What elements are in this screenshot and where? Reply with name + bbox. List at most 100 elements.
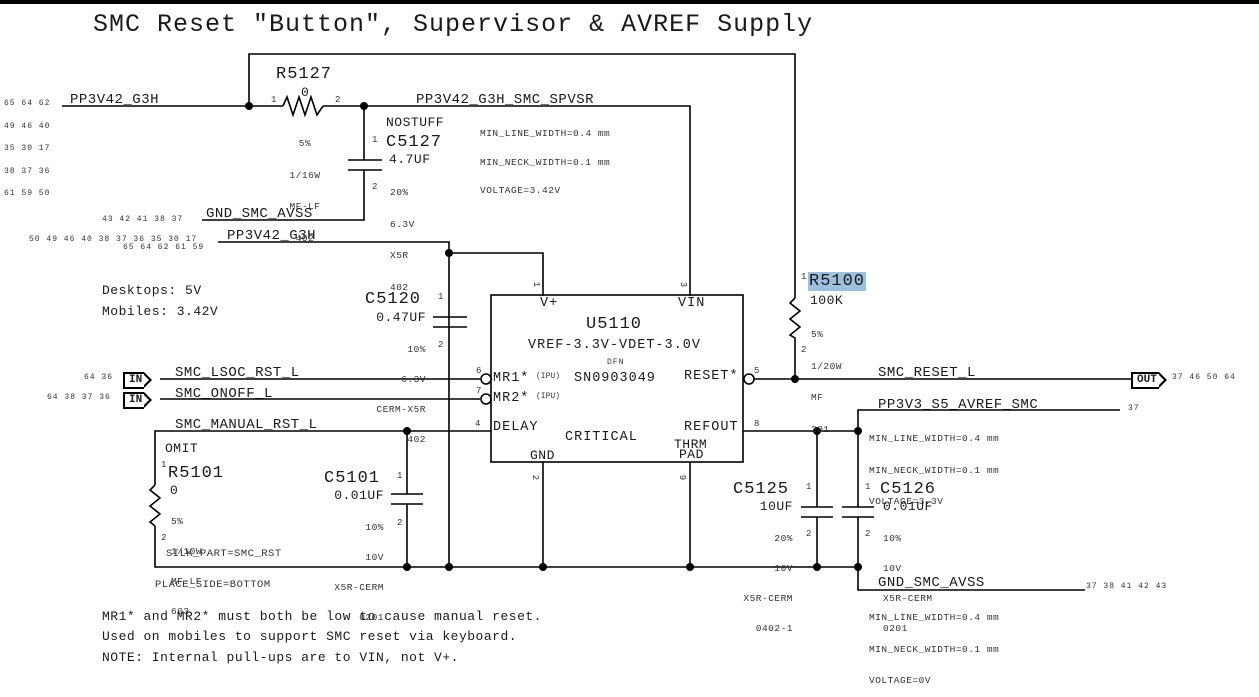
net-label-gnd-smc-avss-top[interactable]: GND_SMC_AVSS bbox=[206, 206, 313, 222]
u5110-pin-num-gnd: 2 bbox=[530, 474, 541, 481]
r5100-refdes[interactable]: R5100 bbox=[808, 272, 867, 291]
u5110-pin-num-mr2: 7 bbox=[476, 386, 482, 396]
net-label-smc-lsoc-rst-l[interactable]: SMC_LSOC_RST_L bbox=[175, 365, 300, 381]
u5110-pin-pad: PAD bbox=[679, 447, 704, 462]
c5127-specs: 20% 6.3V X5R 402 bbox=[390, 167, 415, 304]
r5101-refdes[interactable]: R5101 bbox=[168, 464, 225, 483]
r5101-symbol bbox=[148, 484, 162, 527]
net-prop: MIN_NECK_WIDTH=0.1 mm bbox=[869, 643, 1000, 655]
net-prop: MIN_NECK_WIDTH=0.1 mm bbox=[480, 156, 611, 168]
u5110-pin-num-refout: 8 bbox=[754, 419, 760, 429]
net-refs-gnd-smc-avss-bottom: 37 38 41 42 43 bbox=[1086, 582, 1168, 591]
spec: X5R-CERM bbox=[334, 582, 384, 593]
spec: 10% bbox=[407, 344, 426, 355]
u5110-package: DFN bbox=[607, 358, 625, 367]
spec: 10% bbox=[365, 522, 384, 533]
wire-top-loop bbox=[248, 53, 796, 298]
net-refs-pp3v42-g3h-top: 65 64 62 49 46 40 35 30 17 38 37 36 61 5… bbox=[4, 85, 50, 205]
wire-pp3v42-g3h-mid bbox=[218, 241, 450, 567]
page-title: SMC Reset "Button", Supervisor & AVREF S… bbox=[93, 10, 814, 39]
junction bbox=[539, 563, 547, 571]
c5125-value: 10UF bbox=[759, 499, 793, 514]
spec: 603 bbox=[171, 606, 190, 617]
c5125-specs: 20% 10V X5R-CERM 0402-1 bbox=[713, 514, 793, 644]
spec: 10V bbox=[883, 563, 902, 574]
c5120-pin2: 2 bbox=[438, 340, 444, 350]
u5110-pin-mr2: MR2* bbox=[493, 391, 530, 406]
r5127-pin2: 2 bbox=[335, 95, 341, 105]
r5101-silk: SILK_PART=SMC_RST bbox=[166, 548, 282, 560]
c5125-pin1: 1 bbox=[806, 482, 812, 492]
junction bbox=[813, 563, 821, 571]
spec: 5% bbox=[171, 516, 184, 527]
r5100-pin1: 1 bbox=[801, 272, 807, 282]
c5127-pin2: 2 bbox=[372, 182, 378, 192]
port-in-smc-onoff-l[interactable]: IN bbox=[123, 392, 153, 409]
net-label-pp3v42-g3h-smc-spvsr[interactable]: PP3V42_G3H_SMC_SPVSR bbox=[416, 92, 595, 108]
u5110-mr2-ipu: (IPU) bbox=[536, 392, 561, 401]
junction bbox=[445, 249, 453, 257]
port-out-smc-reset-l[interactable]: OUT bbox=[1131, 372, 1167, 389]
net-refs-pp3v42-g3h-mid-1: 50 49 46 40 38 37 36 35 30 17 bbox=[29, 235, 198, 244]
junction bbox=[445, 563, 453, 571]
gnd-avss-props: MIN_LINE_WIDTH=0.4 mm MIN_NECK_WIDTH=0.1… bbox=[869, 592, 999, 697]
r5101-value: 0 bbox=[170, 483, 179, 498]
u5110-refdes[interactable]: U5110 bbox=[586, 315, 643, 334]
r5100-specs: 5% 1/20W MF 201 bbox=[811, 309, 842, 446]
junction bbox=[403, 563, 411, 571]
spec: 201 bbox=[811, 423, 830, 435]
c5126-pin2: 2 bbox=[865, 529, 871, 539]
junction bbox=[791, 375, 799, 383]
u5110-mr1-ipu: (IPU) bbox=[536, 372, 561, 381]
r5101-place-side: PLACE_SIDE=BOTTOM bbox=[155, 579, 271, 591]
net-prop: MIN_LINE_WIDTH=0.4 mm bbox=[869, 612, 1000, 623]
net-label-smc-onoff-l[interactable]: SMC_ONOFF_L bbox=[175, 386, 273, 402]
net-label-pp3v42-g3h-top[interactable]: PP3V42_G3H bbox=[70, 92, 160, 108]
c5120-refdes[interactable]: C5120 bbox=[365, 290, 422, 309]
c5127-pin1: 1 bbox=[372, 135, 378, 145]
port-in-smc-lsoc-rst-l[interactable]: IN bbox=[123, 372, 153, 389]
r5127-specs: 5% 1/16W MF-LF 402 bbox=[285, 118, 325, 255]
r5127-refdes[interactable]: R5127 bbox=[276, 65, 333, 84]
net-prop: VOLTAGE=3.42V bbox=[480, 185, 561, 196]
spec: 6.3V bbox=[401, 374, 426, 385]
c5127-refdes[interactable]: C5127 bbox=[386, 133, 443, 152]
net-prop: VOLTAGE=0V bbox=[869, 675, 932, 686]
note-mobiles: Mobiles: 3.42V bbox=[102, 304, 219, 319]
c5101-refdes[interactable]: C5101 bbox=[324, 469, 381, 488]
mr2-bubble bbox=[480, 393, 492, 405]
footer-note-2: Used on mobiles to support SMC reset via… bbox=[102, 629, 518, 644]
u5110-pin-num-reset: 5 bbox=[754, 366, 760, 376]
spec: 0201 bbox=[883, 623, 908, 634]
spec: 402 bbox=[295, 232, 315, 244]
spec: 6.3V bbox=[390, 218, 415, 230]
net-label-pp3v3-s5-avref-smc[interactable]: PP3V3_S5_AVREF_SMC bbox=[878, 397, 1039, 413]
spec: X5R bbox=[390, 250, 409, 261]
u5110-pin-num-delay: 4 bbox=[475, 419, 481, 429]
net-label-pp3v42-g3h-mid[interactable]: PP3V42_G3H bbox=[227, 228, 317, 244]
c5125-refdes[interactable]: C5125 bbox=[733, 480, 790, 499]
net-refs-smc-reset-l: 37 46 50 64 bbox=[1172, 373, 1236, 382]
schematic-wires bbox=[62, 53, 1131, 591]
spec: MF-LF bbox=[289, 201, 321, 212]
c5120-value: 0.47UF bbox=[376, 310, 426, 325]
net-label-smc-manual-rst-l[interactable]: SMC_MANUAL_RST_L bbox=[175, 417, 318, 433]
c5101-value: 0.01UF bbox=[334, 488, 384, 503]
c5126-refdes[interactable]: C5126 bbox=[880, 480, 937, 499]
u5110-pin-gnd: GND bbox=[530, 448, 555, 463]
wire-pp3v3-s5-avref-smc bbox=[857, 409, 1120, 431]
mr1-bubble bbox=[480, 373, 492, 385]
net-ref: 38 37 36 bbox=[4, 166, 51, 176]
r5101-pin1: 1 bbox=[161, 460, 167, 470]
spec: 10V bbox=[365, 552, 384, 563]
net-ref: 61 59 50 bbox=[4, 189, 51, 198]
net-refs-gnd-smc-avss-top: 43 42 41 38 37 bbox=[102, 215, 184, 224]
net-label-gnd-smc-avss-bottom[interactable]: GND_SMC_AVSS bbox=[878, 575, 985, 591]
top-border bbox=[0, 0, 1259, 4]
wire-smc-manual-rst-l bbox=[154, 430, 491, 485]
u5110-pin-vplus: V+ bbox=[540, 296, 559, 311]
r5100-value: 100K bbox=[810, 293, 844, 308]
c5127-stuff: NOSTUFF bbox=[386, 115, 445, 130]
net-label-smc-reset-l[interactable]: SMC_RESET_L bbox=[878, 365, 976, 381]
u5110-pin-delay: DELAY bbox=[493, 420, 539, 435]
